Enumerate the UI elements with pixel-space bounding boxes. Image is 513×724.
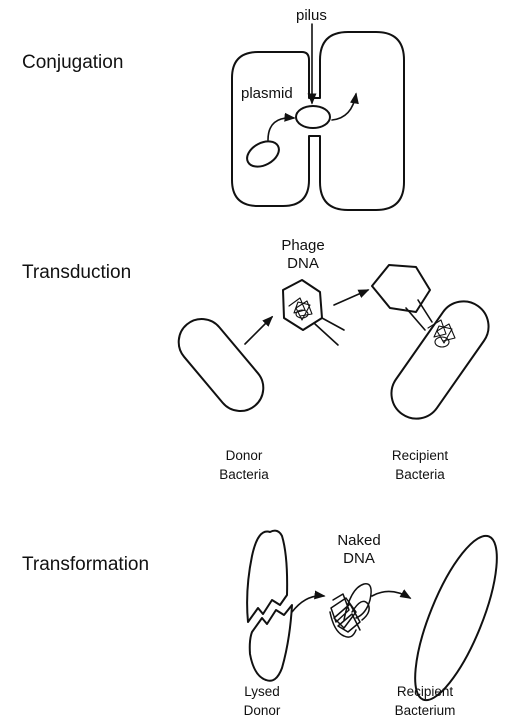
phage-to-recipient-arrow xyxy=(334,290,368,305)
attached-phage-tail xyxy=(418,300,432,322)
recipient-bacterium-transformation xyxy=(399,527,513,710)
phage-label-line2: DNA xyxy=(287,255,319,272)
conjugation-section: Conjugation pilus plasmid xyxy=(22,7,404,210)
recipient-bacterium-label-line1: Recipient xyxy=(397,684,454,699)
recipient-bacterium-transduction xyxy=(382,292,499,429)
recipient-bacteria-label-line1: Recipient xyxy=(392,448,449,463)
plasmid-crossing xyxy=(296,106,330,128)
recipient-bacterium-label-line2: Bacterium xyxy=(395,703,456,718)
donor-label-line2: Bacteria xyxy=(219,467,269,482)
conjugation-title: Conjugation xyxy=(22,52,123,73)
transduction-title: Transduction xyxy=(22,262,131,283)
naked-dna xyxy=(330,584,371,637)
plasmid-label: plasmid xyxy=(241,85,293,102)
phage-tail-fiber xyxy=(322,318,344,330)
transduction-section: Transduction Phage DNA Donor Bacteria Re… xyxy=(22,237,498,482)
naked-dna-label-line1: Naked xyxy=(337,532,380,549)
donor-to-phage-arrow xyxy=(245,317,272,344)
donor-bacterium xyxy=(169,310,272,421)
naked-dna-label-line2: DNA xyxy=(343,550,375,567)
lysed-donor-label-line2: Donor xyxy=(244,703,281,718)
lysed-donor-label-line1: Lysed xyxy=(244,684,280,699)
transformation-title: Transformation xyxy=(22,554,149,575)
lysed-donor-lower-fragment xyxy=(250,605,292,681)
lysed-to-dna-arrow xyxy=(292,596,324,612)
phage-label-line1: Phage xyxy=(281,237,324,254)
recipient-bacteria-label-line2: Bacteria xyxy=(395,467,445,482)
lysed-donor-upper-fragment xyxy=(247,531,287,622)
dna-to-recipient-arrow xyxy=(372,591,410,598)
phage-tail xyxy=(315,324,338,345)
pilus-label: pilus xyxy=(296,7,327,24)
transformation-section: Transformation Naked DNA Lysed Donor Rec… xyxy=(22,527,513,718)
donor-label-line1: Donor xyxy=(226,448,263,463)
